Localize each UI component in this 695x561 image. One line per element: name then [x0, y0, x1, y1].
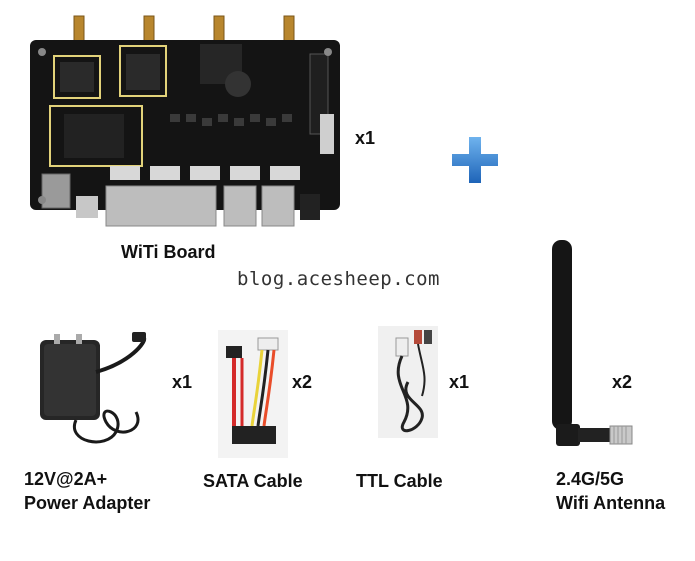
- sata-cable-image: [218, 330, 288, 458]
- power-adapter-image: [36, 332, 154, 452]
- wifi-antenna-image: [548, 238, 638, 452]
- watermark-text: blog.acesheep.com: [237, 268, 440, 290]
- board-quantity: x1: [355, 128, 376, 148]
- ttl-cable-label: TTL Cable: [356, 471, 443, 491]
- sata-cable-label: SATA Cable: [203, 471, 303, 491]
- witi-board-image: [20, 14, 350, 229]
- wifi-antenna-label-line2: Wifi Antenna: [556, 493, 666, 513]
- power-adapter-label-line2: Power Adapter: [24, 493, 151, 513]
- sata-cable-quantity: x2: [292, 372, 313, 392]
- wifi-antenna-quantity: x2: [612, 372, 633, 392]
- ttl-cable-quantity: x1: [449, 372, 470, 392]
- wifi-antenna-label-line1: 2.4G/5G: [556, 469, 625, 489]
- plus-icon: [452, 137, 498, 183]
- board-label: WiTi Board: [121, 242, 216, 262]
- ttl-cable-image: [378, 326, 438, 438]
- power-adapter-label-line1: 12V@2A+: [24, 469, 108, 489]
- power-adapter-quantity: x1: [172, 372, 193, 392]
